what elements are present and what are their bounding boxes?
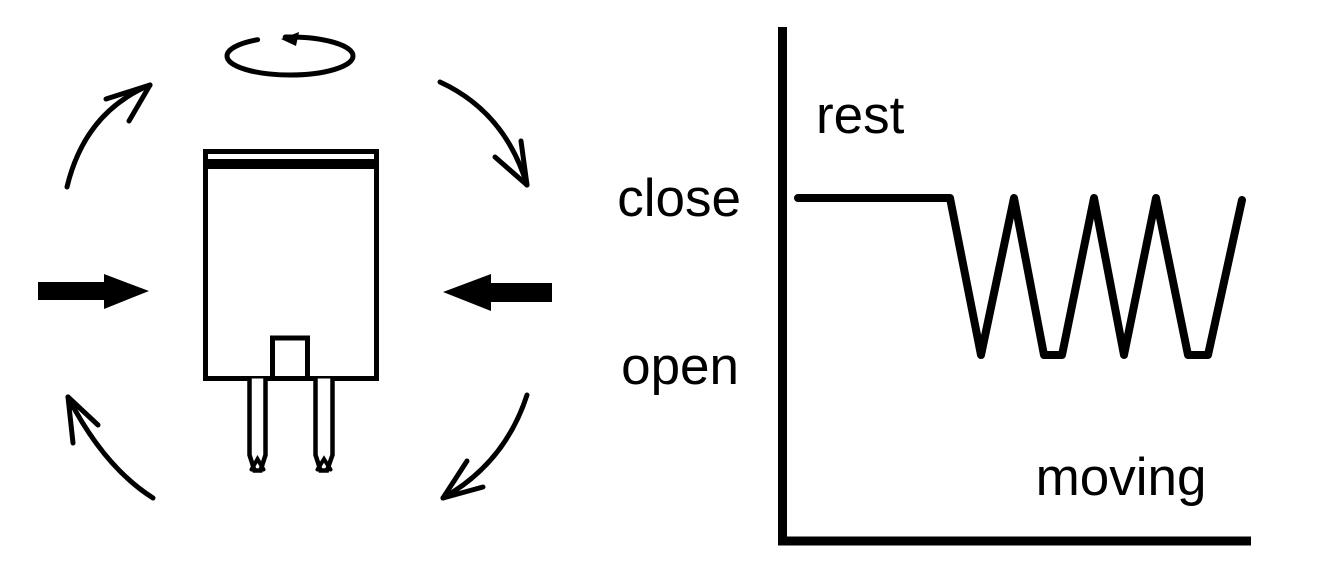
device-motion-figure xyxy=(38,32,552,501)
curved-arrow-top-right-icon xyxy=(437,79,530,188)
thick-arrow-left-icon xyxy=(38,274,149,309)
package-pin-left-tip xyxy=(249,454,266,472)
waveform xyxy=(794,194,1246,359)
annotation-moving: moving xyxy=(1036,448,1207,507)
rotation-arrowhead-icon xyxy=(281,32,299,46)
package-pin-right-tip xyxy=(315,455,333,472)
curved-arrow-bottom-right-icon xyxy=(440,392,530,501)
package-pin-left xyxy=(247,378,268,473)
ytick-open: open xyxy=(621,337,739,396)
component-package-icon xyxy=(203,149,379,473)
annotation-rest: rest xyxy=(816,86,905,145)
package-body xyxy=(203,149,379,381)
ytick-close: close xyxy=(617,169,741,228)
package-bottom-tab xyxy=(270,335,310,380)
curved-arrow-top-left-icon xyxy=(64,82,153,190)
package-pin-right xyxy=(313,378,335,473)
state-plot: rest close open moving xyxy=(617,27,1251,546)
curved-arrow-bottom-left-icon xyxy=(65,394,156,501)
package-top-band xyxy=(204,159,378,169)
thick-arrow-right-icon xyxy=(443,274,552,311)
